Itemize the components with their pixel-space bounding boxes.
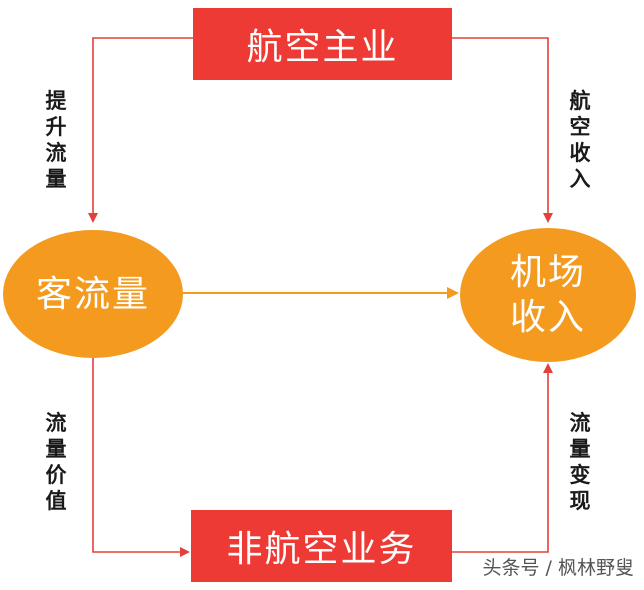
edge-label-traffic-value: 流量价值 (45, 411, 67, 513)
watermark: 头条号 / 枫林野叟 (478, 553, 638, 580)
passenger-flow-ellipse: 客流量 (3, 230, 183, 358)
arrow-non-aviation-to-airport-revenue (452, 363, 553, 553)
edge-label-boost-traffic: 提升流量 (45, 89, 67, 191)
non-aviation-box: 非航空业务 (191, 510, 452, 582)
aviation-main-box: 航空主业 (193, 8, 452, 80)
non-aviation-label: 非航空业务 (226, 529, 417, 570)
arrow-aviation-to-airport-revenue (452, 37, 553, 223)
arrow-aviation-to-passenger-flow (88, 37, 193, 223)
airport-revenue-ellipse: 机场 收入 (460, 228, 636, 362)
aviation-main-label: 航空主业 (246, 27, 399, 68)
airport-revenue-label-line1: 机场 (509, 252, 586, 293)
edge-label-traffic-monetize: 流量变现 (569, 411, 591, 513)
passenger-flow-label: 客流量 (35, 273, 150, 315)
arrow-passenger-flow-to-non-aviation (92, 357, 190, 557)
edge-label-aviation-income: 航空收入 (569, 89, 591, 191)
airport-revenue-label-line2: 收入 (509, 297, 586, 338)
